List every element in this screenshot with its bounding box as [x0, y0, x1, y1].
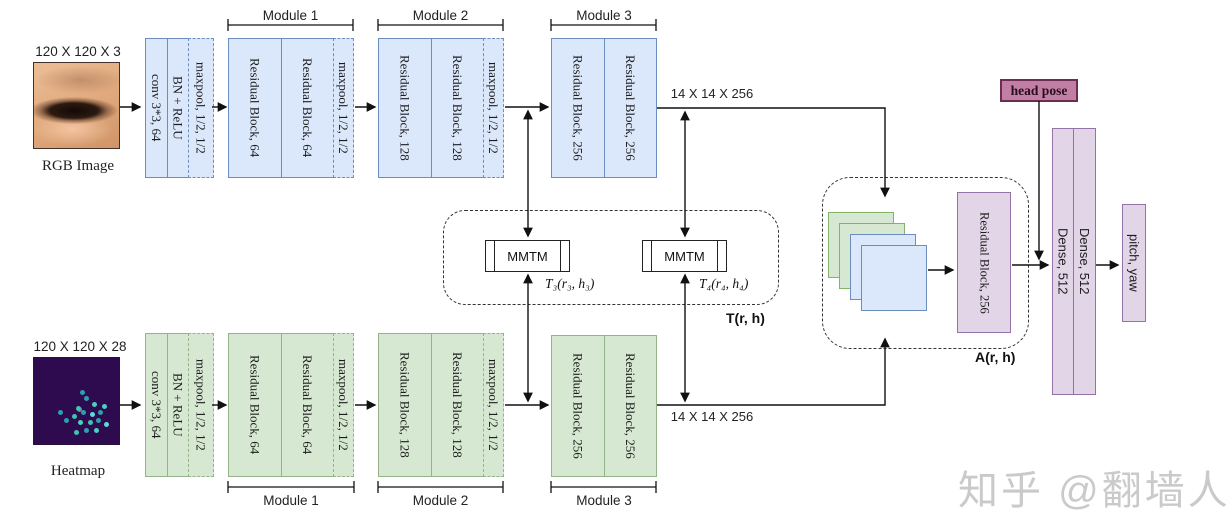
rgb-input-dims: 120 X 120 X 3: [35, 44, 121, 59]
mmtm2-left-cell: [643, 241, 652, 271]
heatmap-image: [33, 357, 120, 445]
rgb-module3-label: Module 3: [576, 8, 632, 23]
mmtm1-tag: T₃(r₃, h₃): [545, 276, 595, 291]
rgb-module2-resblock2: Residual Block, 128: [431, 38, 484, 178]
attention-group-box: [822, 177, 1029, 349]
mmtm2-right-cell: [717, 241, 726, 271]
mmtm-block-2: MMTM: [642, 240, 727, 272]
mmtm2-label: MMTM: [664, 248, 705, 264]
heatmap-module1-resblock2: Residual Block, 64: [281, 333, 334, 477]
heatmap-bn-relu-block: BN + ReLU: [167, 333, 189, 477]
rgb-stem-maxpool-block: maxpool, 1/2, 1/2: [188, 38, 214, 178]
heatmap-module1-resblock1: Residual Block, 64: [228, 333, 282, 477]
rgb-module2-maxpool: maxpool, 1/2, 1/2: [483, 38, 504, 178]
attention-resblock: Residual Block, 256: [957, 192, 1011, 333]
heatmap-module1-label: Module 1: [263, 493, 319, 508]
heatmap-dots: [76, 406, 81, 411]
heatmap-input-label: Heatmap: [50, 463, 106, 479]
heatmap-stem-maxpool-block: maxpool, 1/2, 1/2: [188, 333, 214, 477]
watermark: 知乎 @翻墙人: [958, 469, 1231, 513]
rgb-output-dims: 14 X 14 X 256: [670, 86, 754, 101]
head-pose-box: head pose: [1000, 79, 1078, 102]
heatmap-module3-label: Module 3: [576, 493, 632, 508]
mmtm1-label: MMTM: [507, 248, 548, 264]
rgb-module3-resblock1: Residual Block, 256: [551, 38, 605, 178]
heatmap-module2-label: Module 2: [412, 493, 469, 508]
rgb-bn-relu-block: BN + ReLU: [167, 38, 189, 178]
transfer-group-tag: T(r, h): [726, 310, 765, 326]
feature-map-blue-2: [861, 245, 927, 311]
rgb-module1-resblock1: Residual Block, 64: [228, 38, 282, 178]
dense1-block: Dense, 512: [1052, 128, 1074, 395]
heatmap-module2-maxpool: maxpool, 1/2, 1/2: [483, 333, 504, 477]
dense2-block: Dense, 512: [1073, 128, 1096, 395]
output-block: pitch, yaw: [1122, 204, 1146, 322]
heatmap-module2-resblock1: Residual Block, 128: [378, 333, 432, 477]
rgb-module1-resblock2: Residual Block, 64: [281, 38, 334, 178]
heatmap-output-dims: 14 X 14 X 256: [670, 409, 754, 424]
rgb-conv-block: conv 3*3, 64: [145, 38, 168, 178]
rgb-module2-label: Module 2: [412, 8, 469, 23]
rgb-module2-resblock1: Residual Block, 128: [378, 38, 432, 178]
rgb-input-label: RGB Image: [41, 158, 115, 174]
heatmap-input-dims: 120 X 120 X 28: [33, 339, 127, 354]
heatmap-conv-block: conv 3*3, 64: [145, 333, 168, 477]
mmtm1-left-cell: [486, 241, 495, 271]
mmtm2-tag: T₄(r₄, h₄): [699, 276, 749, 291]
mmtm1-right-cell: [560, 241, 569, 271]
rgb-eye-image: [33, 62, 120, 149]
heatmap-module1-maxpool: maxpool, 1/2, 1/2: [333, 333, 354, 477]
heatmap-module3-resblock1: Residual Block, 256: [551, 335, 605, 477]
rgb-module1-label: Module 1: [262, 8, 319, 23]
mmtm-block-1: MMTM: [485, 240, 570, 272]
rgb-module3-resblock2: Residual Block, 256: [604, 38, 657, 178]
attention-group-tag: A(r, h): [975, 349, 1016, 365]
rgb-module1-maxpool: maxpool, 1/2, 1/2: [333, 38, 354, 178]
heatmap-module2-resblock2: Residual Block, 128: [431, 333, 484, 477]
transfer-group-box: [443, 210, 779, 305]
heatmap-module3-resblock2: Residual Block, 256: [604, 335, 657, 477]
